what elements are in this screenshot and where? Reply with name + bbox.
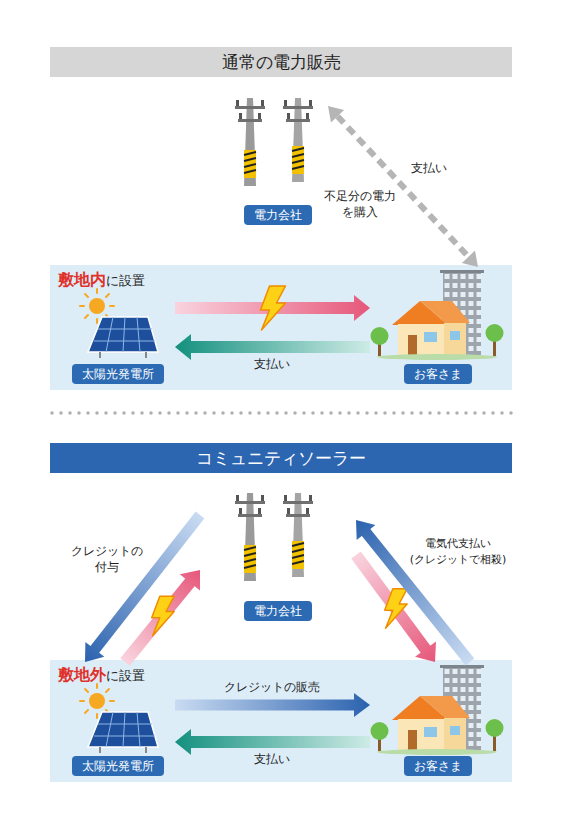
entity-label: 太陽光発電所 (72, 756, 164, 776)
lightning-icon (385, 589, 408, 629)
arrow-shaft (338, 116, 469, 257)
site-panel: 敷地内に設置太陽光発電所 お客さま (50, 265, 512, 390)
arrow-head (354, 295, 370, 321)
entity-label: お客さま (404, 756, 472, 776)
arrow-head (180, 570, 200, 591)
edge-label: クレジットの販売 (217, 679, 327, 695)
arrow-head (354, 693, 370, 717)
arrow-head (356, 520, 375, 540)
site-title: に設置 (106, 273, 145, 288)
site-emphasis: 敷地外 (58, 665, 106, 684)
edge-label: 支払い (247, 356, 297, 372)
entity-node: お客さま (370, 662, 505, 779)
lightning-icon (261, 286, 286, 330)
section-header: コミュニティソーラー (50, 443, 512, 473)
entity-label: 電力会社 (244, 205, 312, 225)
arrow-shaft (190, 736, 370, 748)
edge-label: 電気代支払い (クレジットで相殺) (406, 536, 510, 568)
edge-label: 支払い (404, 160, 454, 176)
flow-arrow (175, 334, 370, 360)
entity-label: 電力会社 (244, 601, 312, 621)
lightning-icon (152, 596, 175, 636)
entity-label: 太陽光発電所 (72, 364, 164, 384)
header-text: 通常の電力販売 (222, 52, 341, 72)
section-header: 通常の電力販売 (50, 47, 512, 77)
entity-node: 電力会社 (200, 488, 356, 624)
arrow-head (85, 642, 104, 662)
flow-arrow (175, 729, 370, 755)
arrow-head (175, 729, 191, 755)
arrow-head (328, 106, 344, 122)
entity-label: お客さま (404, 364, 472, 384)
customer-buildings (371, 665, 504, 755)
arrow-shaft (175, 700, 355, 711)
solar-panel (80, 684, 158, 753)
arrow-head (175, 334, 191, 360)
customer-buildings (371, 270, 504, 360)
flow-arrow (120, 570, 200, 666)
dashed-flow-arrow (328, 106, 478, 267)
flow-arrow (175, 693, 370, 717)
utility-poles (235, 493, 313, 581)
edge-label: クレジットの 付与 (68, 543, 146, 575)
header-text: コミュニティソーラー (196, 448, 366, 468)
arrow-head (462, 251, 478, 267)
arrow-head (415, 641, 436, 662)
site-title: に設置 (106, 668, 145, 683)
entity-node: 電力会社 (228, 92, 328, 228)
flow-arrow (85, 512, 204, 662)
utility-poles (235, 98, 313, 186)
panel-title: 敷地外に設置 (58, 665, 145, 686)
section-divider (52, 411, 512, 415)
entity-node: お客さま (370, 267, 505, 387)
arrow-shaft (90, 512, 204, 654)
site-emphasis: 敷地内 (58, 270, 106, 289)
arrow-shaft (190, 341, 370, 353)
edge-label: 支払い (247, 751, 297, 767)
panel-title: 敷地内に設置 (58, 270, 145, 291)
solar-panel (80, 289, 158, 358)
arrow-shaft (120, 578, 195, 666)
flow-note: 不足分の電力 を購入 (322, 188, 398, 220)
